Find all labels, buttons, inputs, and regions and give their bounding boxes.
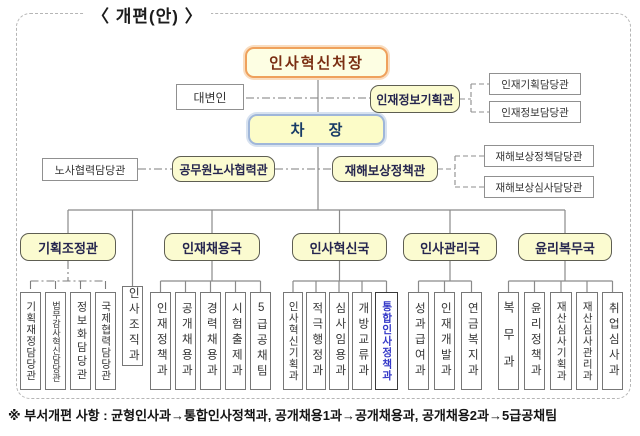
bureau-management-box: 인사관리국 — [403, 233, 497, 261]
footnote: ※ 부서개편 사항 : 균형인사과→통합인사정책과, 공개채용1과→공개채용과,… — [8, 408, 558, 423]
labor-relations-officer-box: 공무원노사협력관 — [172, 156, 275, 182]
division-box: 경력채용과 — [200, 292, 221, 390]
division-box: 적극행정과 — [306, 292, 326, 390]
division-box: 인재정책과 — [150, 292, 171, 390]
division-box: 인사혁신기획과 — [283, 292, 303, 390]
disaster-policy-officer-box: 재해보상정책관 — [332, 156, 438, 182]
division-box: 취업심사과 — [602, 292, 623, 390]
division-box: 재산심사기획과 — [550, 292, 572, 390]
division-box: 복무과 — [498, 292, 519, 390]
disaster-policy-division-box: 재해보상정책담당관 — [484, 145, 594, 167]
division-box: 심사임용과 — [329, 292, 349, 390]
division-box: 법무감사혁신담당관 — [45, 292, 66, 390]
talent-planning-division-box: 인재기획담당관 — [489, 73, 581, 95]
division-box: 윤리정책과 — [524, 292, 545, 390]
division-box: 재산심사관리과 — [576, 292, 598, 390]
division-integrated-personnel-box: 통합인사정책과 — [375, 292, 398, 390]
bureau-innovation-box: 인사혁신국 — [292, 233, 387, 261]
spokesperson-box: 대변인 — [176, 84, 244, 110]
vice-minister-box: 차 장 — [248, 114, 385, 145]
talent-information-division-box: 인재정보담당관 — [489, 101, 581, 123]
division-box: 공개채용과 — [175, 292, 196, 390]
division-box: 정보화담당관 — [70, 292, 91, 390]
bureau-ethics-box: 윤리복무국 — [518, 233, 612, 261]
bureau-planning-box: 기획조정관 — [20, 233, 116, 261]
division-box: 연금복지과 — [461, 292, 482, 390]
division-box: 시험출제과 — [225, 292, 246, 390]
division-box: 개방교류과 — [352, 292, 372, 390]
bureau-recruitment-box: 인재채용국 — [164, 233, 260, 261]
division-box: 성과급여과 — [408, 292, 429, 390]
division-box: 5급공채팀 — [250, 292, 271, 390]
talent-info-officer-box: 인재정보기획관 — [370, 85, 460, 113]
division-box: 인재개발과 — [434, 292, 455, 390]
minister-box: 인사혁신처장 — [245, 47, 388, 78]
disaster-review-division-box: 재해보상심사담당관 — [484, 176, 594, 198]
dashed-frame — [16, 13, 631, 399]
chart-title: 〈 개편(안) 〉 — [84, 2, 211, 27]
division-box: 기획재정담당관 — [20, 292, 41, 390]
labor-cooperation-division-box: 노사협력담당관 — [42, 158, 138, 181]
division-box: 국제협력담당관 — [95, 292, 116, 390]
division-personnel-org-box: 인사조직과 — [122, 286, 143, 366]
